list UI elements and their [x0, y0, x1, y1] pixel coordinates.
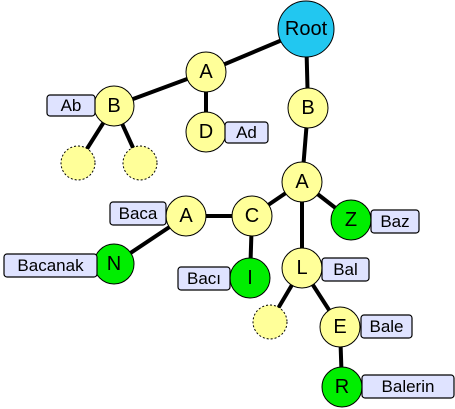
label-baca: Baca: [119, 204, 158, 223]
node-z-label: Z: [345, 209, 357, 231]
label-box-baz: [370, 209, 420, 234]
label-ab: Ab: [61, 96, 82, 115]
label-baz: Baz: [380, 212, 409, 231]
node-a2: [281, 161, 323, 203]
node-n-label: N: [107, 253, 121, 275]
node-e: [319, 306, 361, 348]
node-c: [231, 195, 273, 237]
node-b2: [287, 87, 329, 129]
node-a3-label: A: [179, 205, 193, 227]
label-balerin: Balerin: [382, 377, 435, 396]
label-bal: Bal: [333, 260, 358, 279]
node-a1: [185, 51, 227, 93]
label-box-balerin: [361, 374, 455, 399]
label-box-bacanak: [3, 253, 98, 278]
node-c-label: C: [245, 205, 259, 227]
label-box-bale: [360, 314, 413, 339]
label-box-baca: [109, 201, 167, 226]
label-bale: Bale: [369, 317, 403, 336]
label-box-ad: [224, 121, 269, 144]
label-box-bal: [321, 257, 370, 282]
node-e-label: E: [333, 316, 346, 338]
node-a1-label: A: [199, 61, 213, 83]
label-box-baci: [177, 266, 231, 291]
root-node-label: Root: [285, 18, 328, 40]
nodes: Root A B D B A Z C A N I L: [60, 0, 372, 408]
node-b2-label: B: [301, 97, 314, 119]
label-baci: Bacı: [187, 269, 221, 288]
root-node: [277, 0, 335, 58]
label-ad: Ad: [236, 123, 257, 142]
empty-node-2: [122, 145, 158, 181]
word-labels: Ab Ad Baz Baca Bacanak Bacı Bal Bale Bal…: [3, 94, 455, 399]
node-b1-label: B: [107, 95, 120, 117]
label-box-ab: [46, 94, 96, 117]
node-r-label: R: [335, 376, 349, 398]
node-d-label: D: [199, 121, 213, 143]
node-i-label: I: [247, 267, 253, 289]
node-l-label: L: [296, 257, 307, 279]
node-a2-label: A: [295, 171, 309, 193]
empty-node-1: [60, 145, 96, 181]
label-bacanak: Bacanak: [17, 256, 84, 275]
empty-node-3: [252, 304, 288, 340]
